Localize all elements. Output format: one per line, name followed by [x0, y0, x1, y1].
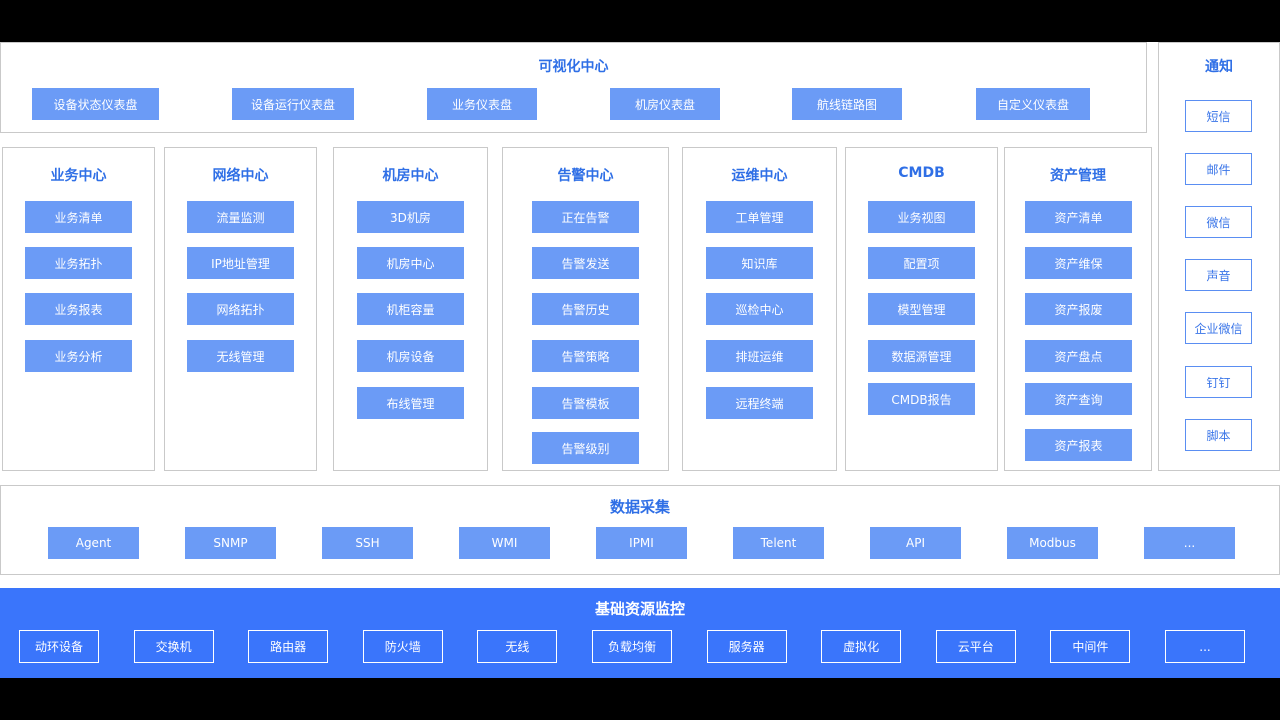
- module-2-item-1[interactable]: 流量监测: [187, 201, 294, 233]
- base-item-9[interactable]: 云平台: [935, 630, 1016, 663]
- collection-item-2[interactable]: SNMP: [185, 527, 276, 559]
- viz-item-2[interactable]: 设备运行仪表盘: [232, 88, 354, 120]
- module-7-item-2[interactable]: 资产维保: [1025, 247, 1132, 279]
- base-monitoring-title: 基础资源监控: [594, 600, 685, 618]
- notify-item-5[interactable]: 企业微信: [1185, 312, 1252, 344]
- module-1-item-2[interactable]: 业务拓扑: [25, 247, 132, 279]
- module-3-item-5[interactable]: 布线管理: [357, 387, 464, 419]
- module-5-item-3[interactable]: 巡检中心: [706, 293, 813, 325]
- module-6-item-1[interactable]: 业务视图: [868, 201, 975, 233]
- notify-title: 通知: [1205, 59, 1233, 75]
- module-title-1: 业务中心: [50, 168, 107, 184]
- notify-item-4[interactable]: 声音: [1185, 259, 1252, 291]
- module-title-2: 网络中心: [212, 168, 269, 184]
- base-item-7[interactable]: 服务器: [706, 630, 787, 663]
- module-4-item-4[interactable]: 告警策略: [532, 340, 639, 372]
- module-4-item-1[interactable]: 正在告警: [532, 201, 639, 233]
- base-item-3[interactable]: 路由器: [248, 630, 329, 663]
- module-4-item-3[interactable]: 告警历史: [532, 293, 639, 325]
- module-7-item-3[interactable]: 资产报废: [1025, 293, 1132, 325]
- base-item-10[interactable]: 中间件: [1050, 630, 1131, 663]
- module-7-item-5[interactable]: 资产查询: [1025, 383, 1132, 415]
- module-title-3: 机房中心: [382, 168, 439, 184]
- module-3-item-1[interactable]: 3D机房: [357, 201, 464, 233]
- module-3-item-3[interactable]: 机柜容量: [357, 293, 464, 325]
- module-6-item-4[interactable]: 数据源管理: [868, 340, 975, 372]
- module-4-item-6[interactable]: 告警级别: [532, 432, 639, 464]
- module-7-item-6[interactable]: 资产报表: [1025, 429, 1132, 461]
- module-1-item-3[interactable]: 业务报表: [25, 293, 132, 325]
- collection-item-8[interactable]: Modbus: [1007, 527, 1098, 559]
- base-item-4[interactable]: 防火墙: [362, 630, 443, 663]
- module-7-item-4[interactable]: 资产盘点: [1025, 340, 1132, 372]
- base-item-6[interactable]: 负载均衡: [592, 630, 672, 663]
- base-item-2[interactable]: 交换机: [133, 630, 214, 663]
- module-2-item-2[interactable]: IP地址管理: [187, 247, 294, 279]
- viz-item-5[interactable]: 航线链路图: [792, 88, 902, 120]
- module-title-7: 资产管理: [1050, 168, 1106, 184]
- module-1-item-1[interactable]: 业务清单: [25, 201, 132, 233]
- collection-title: 数据采集: [609, 498, 670, 516]
- module-5-item-1[interactable]: 工单管理: [706, 201, 813, 233]
- notify-item-1[interactable]: 短信: [1185, 100, 1252, 132]
- module-title-6: CMDB: [898, 165, 945, 181]
- visualization-title: 可视化中心: [538, 59, 609, 75]
- collection-item-3[interactable]: SSH: [322, 527, 413, 559]
- module-5-item-5[interactable]: 远程终端: [706, 387, 813, 419]
- collection-item-4[interactable]: WMI: [459, 527, 550, 559]
- collection-item-7[interactable]: API: [870, 527, 961, 559]
- module-3-item-4[interactable]: 机房设备: [357, 340, 464, 372]
- module-4-item-2[interactable]: 告警发送: [532, 247, 639, 279]
- viz-item-4[interactable]: 机房仪表盘: [610, 88, 720, 120]
- collection-item-1[interactable]: Agent: [48, 527, 139, 559]
- base-item-1[interactable]: 动环设备: [19, 630, 99, 663]
- module-title-4: 告警中心: [557, 168, 614, 184]
- module-6-item-2[interactable]: 配置项: [868, 247, 975, 279]
- viz-item-1[interactable]: 设备状态仪表盘: [32, 88, 159, 120]
- base-item-8[interactable]: 虚拟化: [821, 630, 902, 663]
- notify-item-7[interactable]: 脚本: [1185, 419, 1252, 451]
- module-1-item-4[interactable]: 业务分析: [25, 340, 132, 372]
- module-4-item-5[interactable]: 告警模板: [532, 387, 639, 419]
- viz-item-3[interactable]: 业务仪表盘: [427, 88, 537, 120]
- collection-item-5[interactable]: IPMI: [596, 527, 687, 559]
- visualization-panel: [0, 42, 1147, 133]
- notify-item-6[interactable]: 钉钉: [1185, 366, 1252, 398]
- module-7-item-1[interactable]: 资产清单: [1025, 201, 1132, 233]
- module-2-item-4[interactable]: 无线管理: [187, 340, 294, 372]
- base-item-5[interactable]: 无线: [477, 630, 558, 663]
- module-5-item-2[interactable]: 知识库: [706, 247, 813, 279]
- notify-item-3[interactable]: 微信: [1185, 206, 1252, 238]
- module-2-item-3[interactable]: 网络拓扑: [187, 293, 294, 325]
- base-item-11[interactable]: ...: [1165, 630, 1245, 663]
- module-6-item-5[interactable]: CMDB报告: [868, 383, 975, 415]
- collection-item-9[interactable]: ...: [1144, 527, 1235, 559]
- collection-item-6[interactable]: Telent: [733, 527, 824, 559]
- module-3-item-2[interactable]: 机房中心: [357, 247, 464, 279]
- viz-item-6[interactable]: 自定义仪表盘: [976, 88, 1090, 120]
- module-5-item-4[interactable]: 排班运维: [706, 340, 813, 372]
- module-6-item-3[interactable]: 模型管理: [868, 293, 975, 325]
- notify-item-2[interactable]: 邮件: [1185, 153, 1252, 185]
- module-title-5: 运维中心: [731, 168, 788, 184]
